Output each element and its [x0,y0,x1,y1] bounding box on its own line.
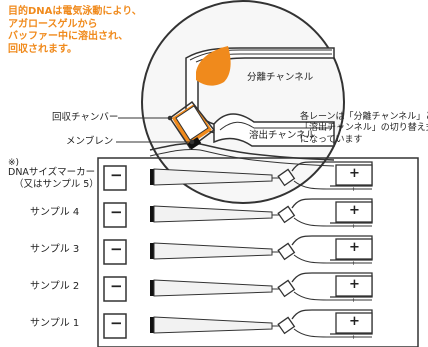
lane-4 [103,272,373,302]
gel-channel [153,242,273,260]
minus-electrode [103,313,127,339]
lanes-graphics [103,161,373,339]
minus-sign: − [110,314,123,332]
lane-recovery-chamber [277,316,296,335]
separation-branch [291,198,373,224]
marker-sub: （又はサンプル 5） [14,179,99,190]
small-plus-sign: + [351,186,357,193]
gel-channel [153,168,273,186]
minus-sign: − [110,166,123,184]
plus-sign: + [349,166,360,181]
minus-electrode [103,165,127,191]
separation-branch [291,235,373,261]
sample-well [150,317,154,333]
separation-branch [291,161,373,187]
elution-channel-label: 溶出チャンネル [249,130,316,141]
lane-label: サンプル 3 [30,244,80,255]
minus-electrode [103,202,127,228]
plus-sign: + [349,277,360,292]
membrane-strip [187,137,202,150]
plus-electrode [335,275,373,297]
switch-note-line-3: になっています [300,134,363,145]
gel-channel [153,205,273,223]
intro-line-3: バッファー中に溶出され、 [8,31,129,42]
lane-recovery-chamber [277,242,296,261]
intro-line-1: 目的DNAは電気泳動により、 [8,6,142,17]
lane-1 [103,161,373,191]
marker-label: DNAサイズマーカー [8,167,96,178]
intro-line-2: アガロースゲルから [8,18,98,30]
recovery-chamber [168,100,216,150]
instrument [97,157,419,347]
lane-recovery-chamber [277,205,296,224]
recovery-chamber-label: 回収チャンバー [52,112,119,123]
minus-electrode [103,239,127,265]
elution-branch [293,217,372,227]
lane-2 [103,198,373,228]
elution-branch [293,291,372,301]
lane-recovery-chamber [277,279,296,298]
small-plus-sign: + [351,260,357,267]
minus-sign: − [110,203,123,221]
intro-line-4: 回収されます。 [8,43,77,55]
marker-asterisk: ※) [8,158,20,168]
membrane-label: メンブレン [66,136,114,147]
separation-branch [291,309,373,335]
sample-well [150,169,154,185]
dna-band-upper [196,46,231,86]
lane-3 [103,235,373,265]
plus-electrode [335,201,373,223]
switch-note-line-1: 各レーンは「分離チャンネル」と [300,112,428,122]
callout-lines [116,115,195,145]
lane-label: サンプル 1 [30,318,80,329]
sample-well [150,243,154,259]
plus-electrode [335,238,373,260]
small-plus-sign: + [351,334,357,341]
minus-sign: − [110,277,123,295]
lane-label: サンプル 2 [30,281,80,292]
elution-branch [293,328,372,338]
plus-sign: + [349,203,360,218]
separation-branch [291,272,373,298]
gel-channel [153,316,273,334]
plus-electrode [335,312,373,334]
separation-channel-label: 分離チャンネル [247,72,314,83]
magnifier [141,0,345,204]
lane-recovery-chamber [277,168,296,187]
plus-sign: + [349,240,360,255]
plus-sign: + [349,314,360,329]
plus-electrode [335,164,373,186]
intro-text: 目的DNAは電気泳動により、 アガロースゲルから バッファー中に溶出され、 回収… [8,6,142,56]
minus-electrode [103,276,127,302]
small-plus-sign: + [351,297,357,304]
switch-note-line-2: 「溶出チャンネル」の切り替え式 [300,123,428,134]
lane-label: サンプル 4 [30,207,80,218]
sample-well [150,206,154,222]
switch-note: 各レーンは「分離チャンネル」と 「溶出チャンネル」の切り替え式 になっています [300,112,428,146]
minus-sign: − [110,240,123,258]
elution-branch [293,180,372,190]
gel-channel [153,279,273,297]
elution-branch [293,254,372,264]
small-plus-sign: + [351,223,357,230]
sample-well [150,280,154,296]
lane-5 [103,309,373,339]
